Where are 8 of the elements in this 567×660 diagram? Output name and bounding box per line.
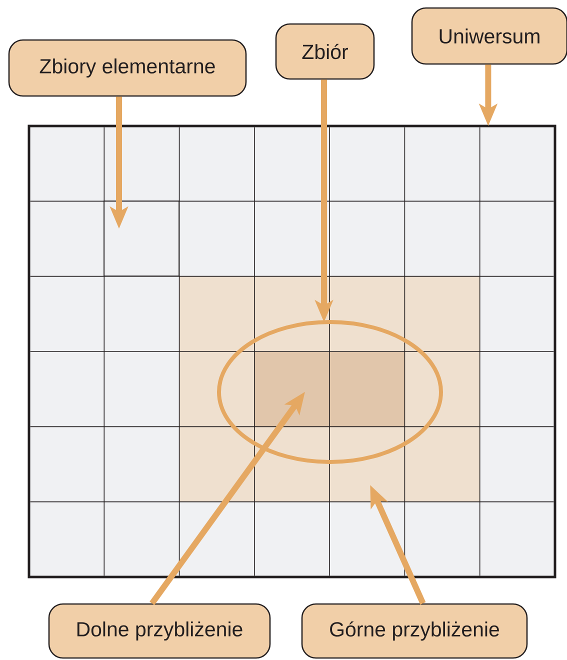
label-box: Górne przybliżenie	[301, 603, 528, 659]
ellipse	[217, 320, 443, 464]
label-box: Dolne przybliżenie	[48, 603, 271, 659]
inner-region	[254, 352, 405, 427]
grid-cell	[104, 200, 180, 276]
label-box: Uniwersum	[411, 7, 567, 65]
label-box: Zbiory elementarne	[8, 39, 247, 97]
label-box: Zbiór	[275, 23, 375, 80]
